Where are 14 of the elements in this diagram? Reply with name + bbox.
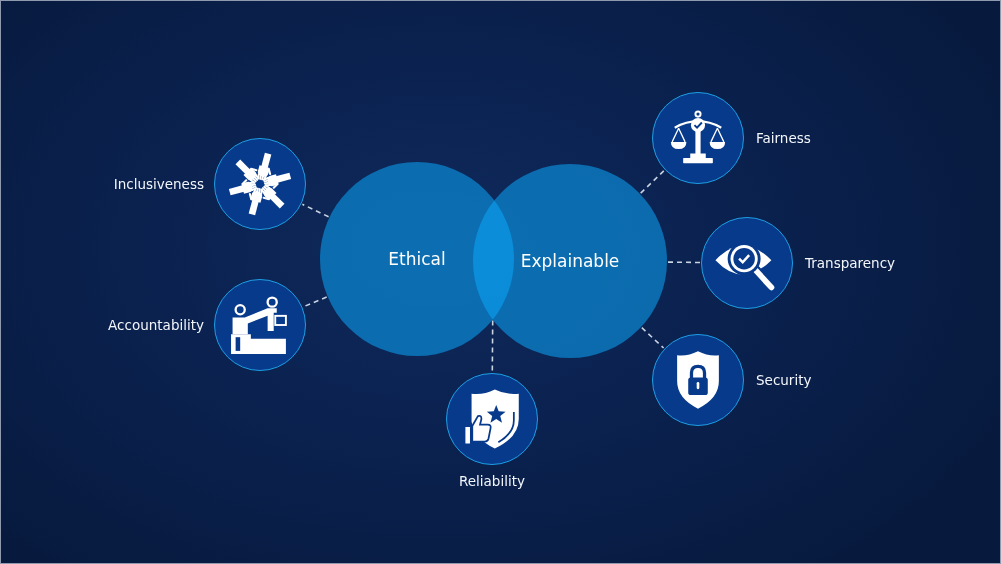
node-label: Inclusiveness: [113, 175, 204, 193]
node-label: Reliability: [459, 473, 525, 490]
node-label: Fairness: [756, 129, 811, 147]
dashed-connector: [667, 261, 701, 264]
dashed-connector: [491, 319, 494, 373]
circle-label: Ethical: [388, 248, 446, 270]
node-label: Transparency: [805, 254, 896, 272]
dashed-connector: [302, 296, 328, 308]
node-label: Accountability: [108, 316, 204, 334]
dashed-connector: [641, 326, 665, 349]
dashed-connector: [639, 169, 665, 194]
dashed-connector: [301, 203, 330, 218]
circle-label: Explainable: [520, 250, 620, 272]
node-label: Security: [756, 371, 812, 389]
